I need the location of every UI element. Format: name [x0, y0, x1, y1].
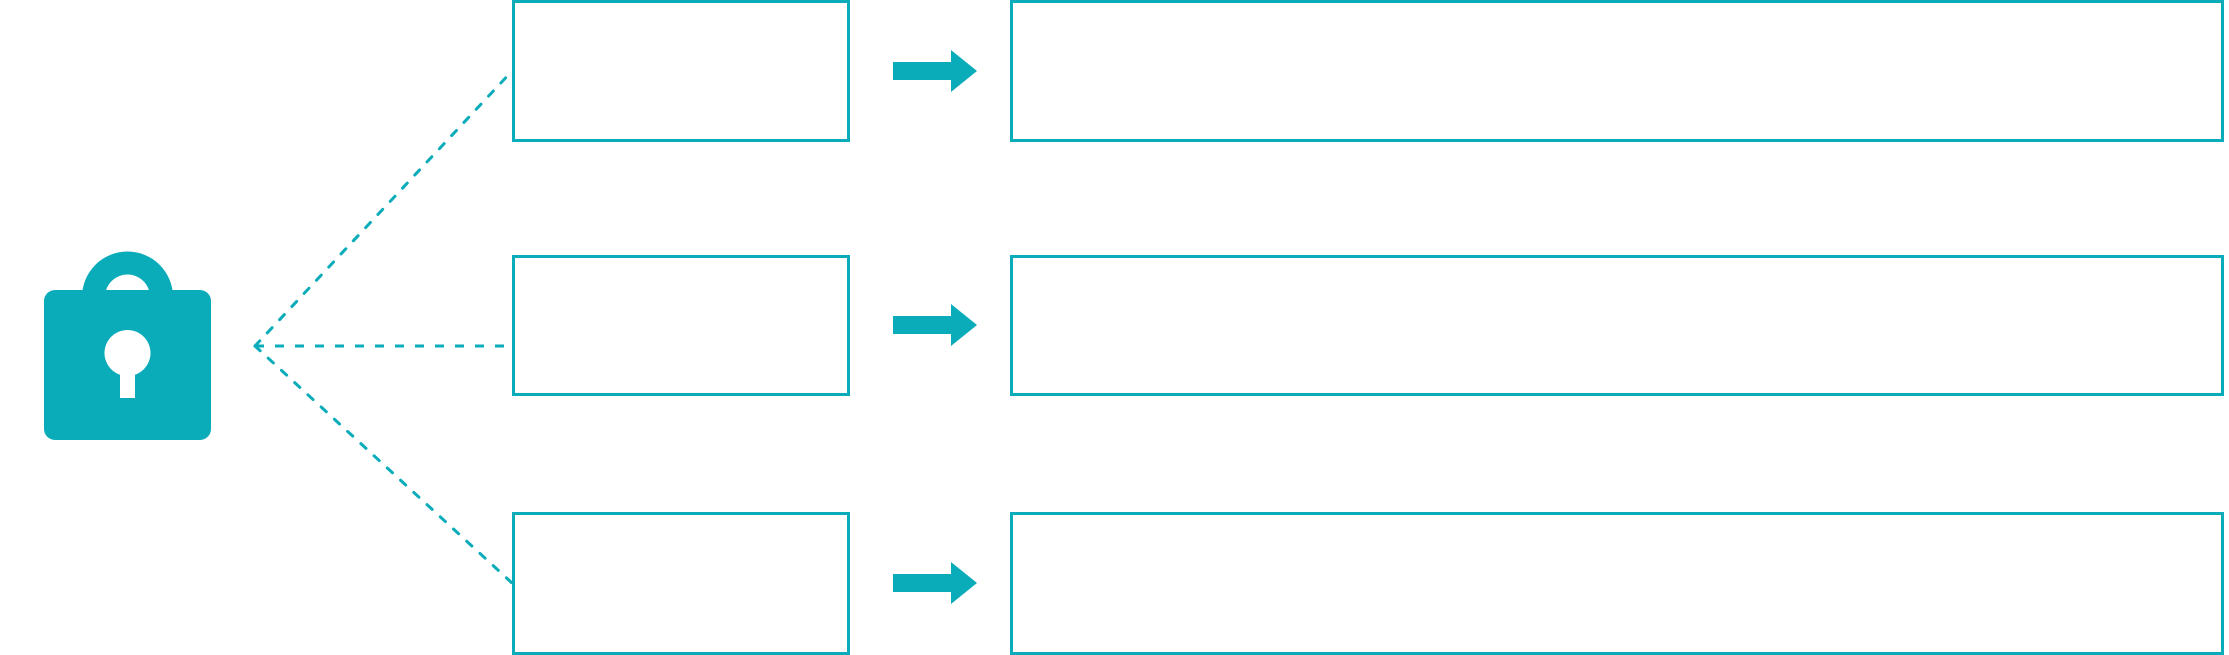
right-box-row-3[interactable]	[1010, 512, 2224, 655]
connector-to-row-1	[253, 69, 514, 348]
lock-icon	[30, 205, 225, 450]
left-box-row-1[interactable]	[512, 0, 850, 142]
right-box-label-row-2	[1013, 258, 2221, 278]
arrow-right-icon	[893, 50, 977, 92]
left-box-row-2[interactable]	[512, 255, 850, 396]
right-box-row-2[interactable]	[1010, 255, 2224, 396]
left-box-label-row-1	[515, 3, 847, 23]
left-box-label-row-3	[515, 515, 847, 535]
arrow-right-icon	[893, 562, 977, 604]
left-box-label-row-2	[515, 258, 847, 278]
right-box-row-1[interactable]	[1010, 0, 2224, 142]
connector-to-row-3	[253, 344, 514, 585]
arrow-right-icon	[893, 304, 977, 346]
right-box-label-row-3	[1013, 515, 2221, 535]
right-box-label-row-1	[1013, 3, 2221, 23]
left-box-row-3[interactable]	[512, 512, 850, 655]
